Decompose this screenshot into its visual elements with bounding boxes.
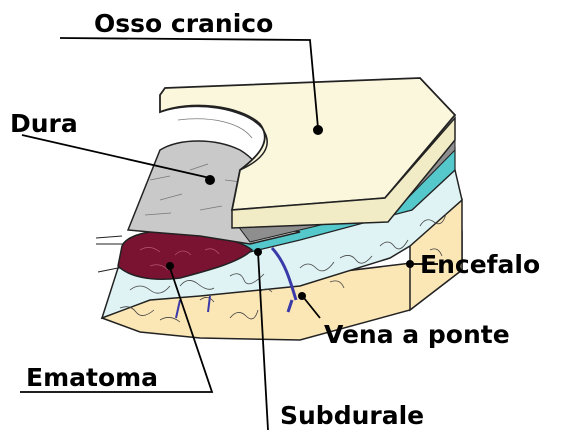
label-ematoma: Ematoma (26, 363, 158, 392)
label-vena-a-ponte: Vena a ponte (324, 320, 510, 349)
label-dura: Dura (10, 109, 78, 138)
label-osso-cranico: Osso cranico (94, 9, 273, 38)
label-encefalo: Encefalo (420, 250, 540, 279)
label-subdurale: Subdurale (280, 401, 424, 430)
skull-inner-line (178, 119, 252, 138)
